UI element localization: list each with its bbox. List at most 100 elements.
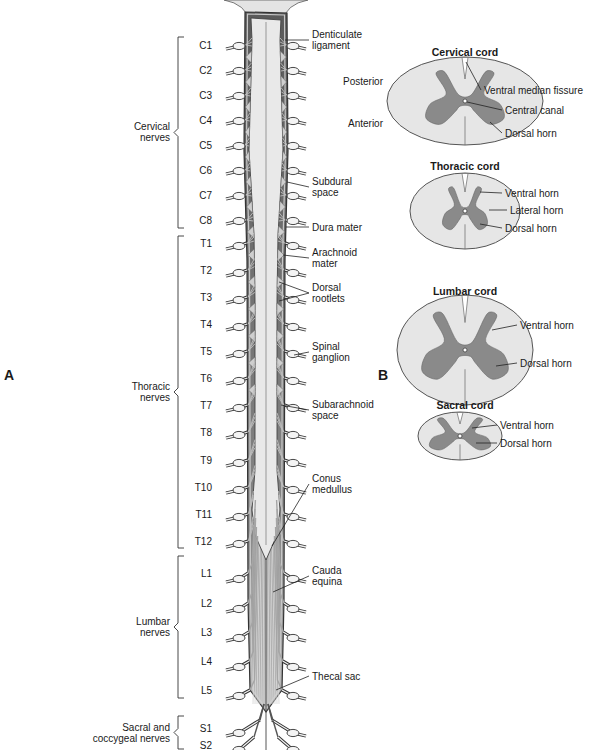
spinal-nerve-core [284,603,306,612]
structure-label: Dorsal rootlets [312,282,354,304]
nerve-root [250,536,258,690]
dorsal-rootlet [283,138,287,145]
dorsal-rootlet [281,192,286,195]
dorsal-rootlet [278,267,284,270]
spinal-nerve [284,487,306,493]
nerve-level-label: L5 [182,685,212,696]
dorsal-rootlet [245,138,249,145]
leader-line [273,576,309,592]
dorsal-rootlet [249,444,255,460]
nerve-level-label: C3 [182,90,212,101]
denticulate-tooth [278,226,285,238]
denticulate-tooth [279,201,285,213]
dorsal-rootlet [249,521,253,541]
structure-label: Subarachnoid space [312,399,378,421]
dorsal-rootlet [248,310,255,324]
dorsal-rootlet [248,395,255,405]
spinal-nerve-core [226,297,247,303]
dorsal-rootlet [277,288,284,297]
structure-label: Thecal sac [312,671,402,682]
dorsal-rootlet [246,170,251,171]
structure-label: Denticulate ligament [312,29,368,51]
leader-line [467,102,502,110]
leader-line [472,425,497,428]
nerve-root [274,536,282,690]
dorsal-rootlet [249,448,255,460]
nerve-level-label: C7 [182,190,212,201]
spinal-ganglion [287,634,299,641]
nerve-level-label: S2 [182,740,212,750]
spinal-nerve [284,432,306,438]
spinal-ganglion [233,323,245,330]
dorsal-rootlet [279,213,285,220]
region-bracket [174,556,184,698]
spinal-nerve [226,661,249,670]
dorsal-rootlet [277,366,284,379]
spinal-ganglion [233,605,245,612]
median-septum [465,224,466,249]
leader-line [480,192,502,193]
dorsal-rootlet [249,473,255,487]
spinal-ganglion [287,242,299,249]
structure-label: Ventral median fissure [484,85,592,96]
dorsal-rootlet [246,67,252,70]
spinal-nerve [283,661,306,670]
spinal-ganglion [233,350,245,357]
spinal-ganglion [233,142,245,149]
dorsal-rootlet [248,267,254,270]
leader-line [279,282,309,293]
structure-label: Lateral horn [510,205,590,216]
section-title: Lumbar cord [395,286,535,297]
dorsal-rootlet [277,448,283,460]
denticulate-tooth [246,51,252,63]
spinal-nerve [226,324,247,330]
spinal-ganglion [287,192,299,199]
spinal-ganglion [233,513,245,520]
leader-line [279,293,309,301]
structure-label: Ventral horn [505,188,591,199]
dorsal-rootlet [245,88,250,95]
leader-line [294,352,309,355]
spinal-ganglion [287,92,299,99]
filum-terminale [266,555,267,750]
spinal-nerve [283,632,306,641]
dorsal-rootlet [246,45,252,46]
dorsal-rootlet [282,95,287,96]
median-fissure [462,174,468,193]
spinal-nerve-core [226,737,254,750]
leader-line [287,182,309,187]
spinal-ganglion [233,117,245,124]
spinal-cord [249,18,283,560]
nerve-level-label: T1 [182,238,212,249]
spinal-nerve [285,324,306,330]
spinal-nerve-core [285,351,306,357]
nerve-level-label: T12 [182,536,212,547]
spinal-cord-drawing [224,0,308,750]
dorsal-rootlet [280,42,286,45]
spinal-nerve [226,737,254,750]
section-title: Sacral cord [395,400,535,411]
leader-line [480,224,502,228]
spinal-nerve-core [226,487,248,493]
dorsal-rootlet [282,167,286,170]
dorsal-rootlet [280,195,285,196]
dorsal-rootlet [281,63,287,70]
region-label: Lumbar nerves [112,616,170,638]
spinal-ganglion [287,142,299,149]
leader-lines [272,40,517,690]
spinal-nerve [285,378,306,384]
dorsal-rootlet [278,237,284,243]
structure-label: Dorsal horn [505,128,591,139]
dorsal-rootlet [248,288,255,297]
dorsal-rootlet [279,217,285,220]
spinal-nerve-core [226,632,249,641]
dorsal-rootlet [247,220,253,221]
dorsal-rootlet [277,391,284,405]
dorsal-rootlet [277,469,283,487]
dorsal-rootlet [277,340,284,351]
spinal-ganglion [233,167,245,174]
dorsal-rootlet [249,417,255,432]
denticulate-tooth [245,76,251,88]
dorsal-rootlet [277,314,284,324]
nerve-level-label: C5 [182,140,212,151]
